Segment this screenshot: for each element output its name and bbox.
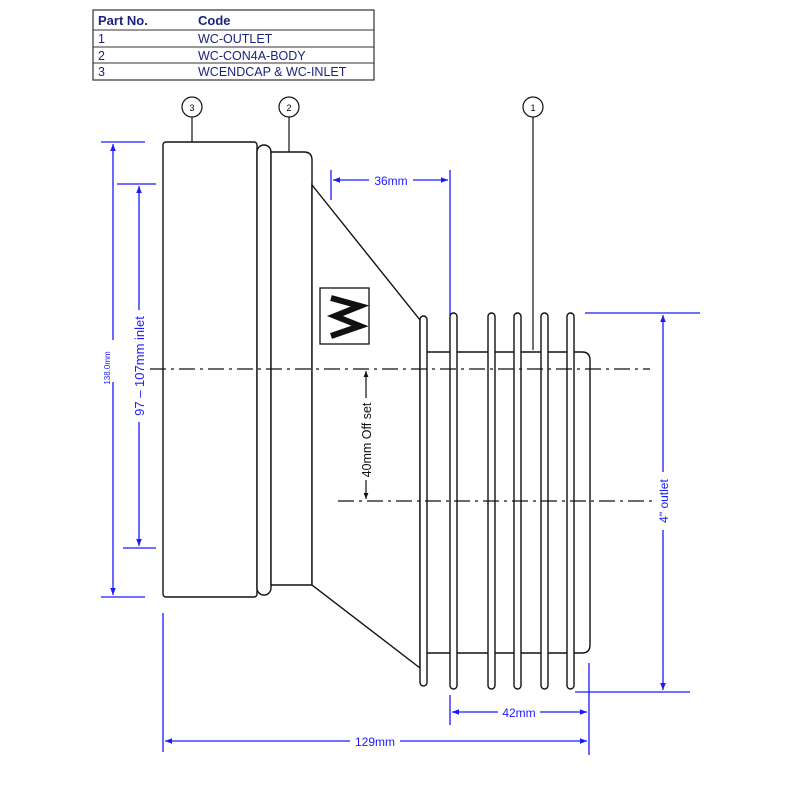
svg-text:42mm: 42mm <box>502 706 535 720</box>
seal-ring <box>256 144 272 596</box>
balloon-2: 2 <box>278 96 300 152</box>
overall-length-dimension: 129mm <box>162 613 587 752</box>
balloon-3: 3 <box>181 96 203 142</box>
header-part-no: Part No. <box>98 13 148 28</box>
svg-text:97 – 107mm inlet: 97 – 107mm inlet <box>132 316 147 416</box>
outlet-length-dimension: 42mm <box>449 663 590 755</box>
row-part-no: 3 <box>98 65 105 79</box>
svg-text:4" outlet: 4" outlet <box>657 479 671 523</box>
wavy-w-logo-icon <box>319 287 370 345</box>
row-code: WC-OUTLET <box>198 32 273 46</box>
balloon-1: 1 <box>522 96 544 350</box>
row-part-no: 1 <box>98 32 105 46</box>
svg-text:36mm: 36mm <box>374 174 407 188</box>
cone-length-dimension: 36mm <box>330 170 451 315</box>
overall-height-dimension: 138.0mm <box>100 141 145 598</box>
svg-text:40mm Off set: 40mm Off set <box>360 402 374 477</box>
svg-text:2: 2 <box>286 103 291 113</box>
row-code: WC-CON4A-BODY <box>198 49 306 63</box>
row-part-no: 2 <box>98 49 105 63</box>
inlet-dimension: 97 – 107mm inlet <box>117 183 156 549</box>
svg-text:129mm: 129mm <box>355 735 395 749</box>
outlet-body <box>425 351 591 654</box>
parts-table: Part No. Code 1 WC-OUTLET 2 WC-CON4A-BOD… <box>92 9 375 81</box>
svg-text:1: 1 <box>530 103 535 113</box>
outlet-diameter-dimension: 4" outlet <box>575 312 700 693</box>
svg-text:3: 3 <box>189 103 194 113</box>
row-code: WCENDCAP & WC-INLET <box>198 65 347 79</box>
offset-dimension: 40mm Off set <box>358 371 374 499</box>
svg-text:138.0mm: 138.0mm <box>103 351 112 385</box>
header-code: Code <box>198 13 231 28</box>
